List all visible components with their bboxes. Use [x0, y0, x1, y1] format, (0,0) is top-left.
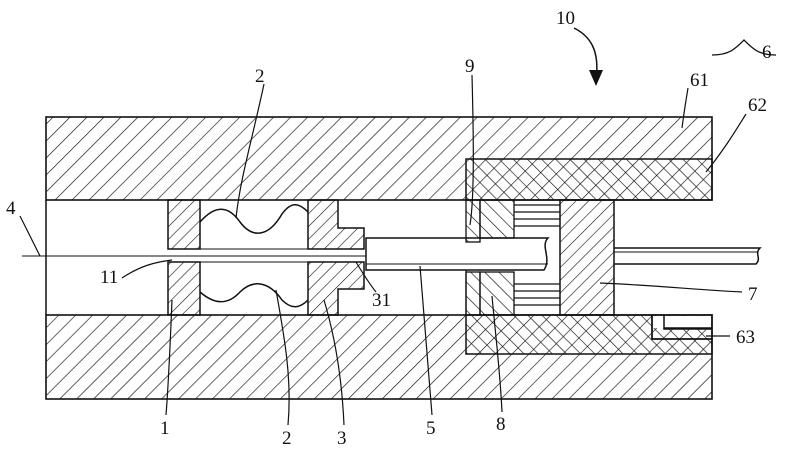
seal-9	[465, 199, 481, 243]
label-10: 10	[556, 8, 575, 29]
label-11: 11	[100, 267, 118, 288]
block-1	[167, 199, 201, 316]
seal-8	[479, 271, 515, 316]
label-6: 6	[762, 42, 772, 63]
piston-7	[559, 199, 615, 316]
label-62: 62	[748, 95, 767, 116]
label-63: 63	[736, 327, 755, 348]
label-9: 9	[465, 56, 475, 77]
label-2-bottom: 2	[282, 428, 292, 449]
label-31: 31	[372, 290, 391, 311]
label-2-top: 2	[255, 66, 265, 87]
block-3	[307, 199, 365, 316]
label-8: 8	[496, 414, 506, 435]
sleeve-top	[465, 158, 713, 201]
label-61: 61	[690, 70, 709, 91]
leader-lines	[19, 74, 747, 426]
membrane-2-top	[199, 204, 309, 234]
label-1: 1	[160, 418, 170, 439]
output-rod	[614, 247, 762, 265]
label-5: 5	[426, 418, 436, 439]
label-3: 3	[337, 428, 347, 449]
membrane-2-bottom	[199, 283, 309, 308]
brace-6	[711, 39, 777, 56]
rod-5	[365, 237, 550, 271]
spring-lines	[514, 204, 560, 306]
label-7: 7	[748, 284, 758, 305]
label-4: 4	[6, 198, 16, 219]
